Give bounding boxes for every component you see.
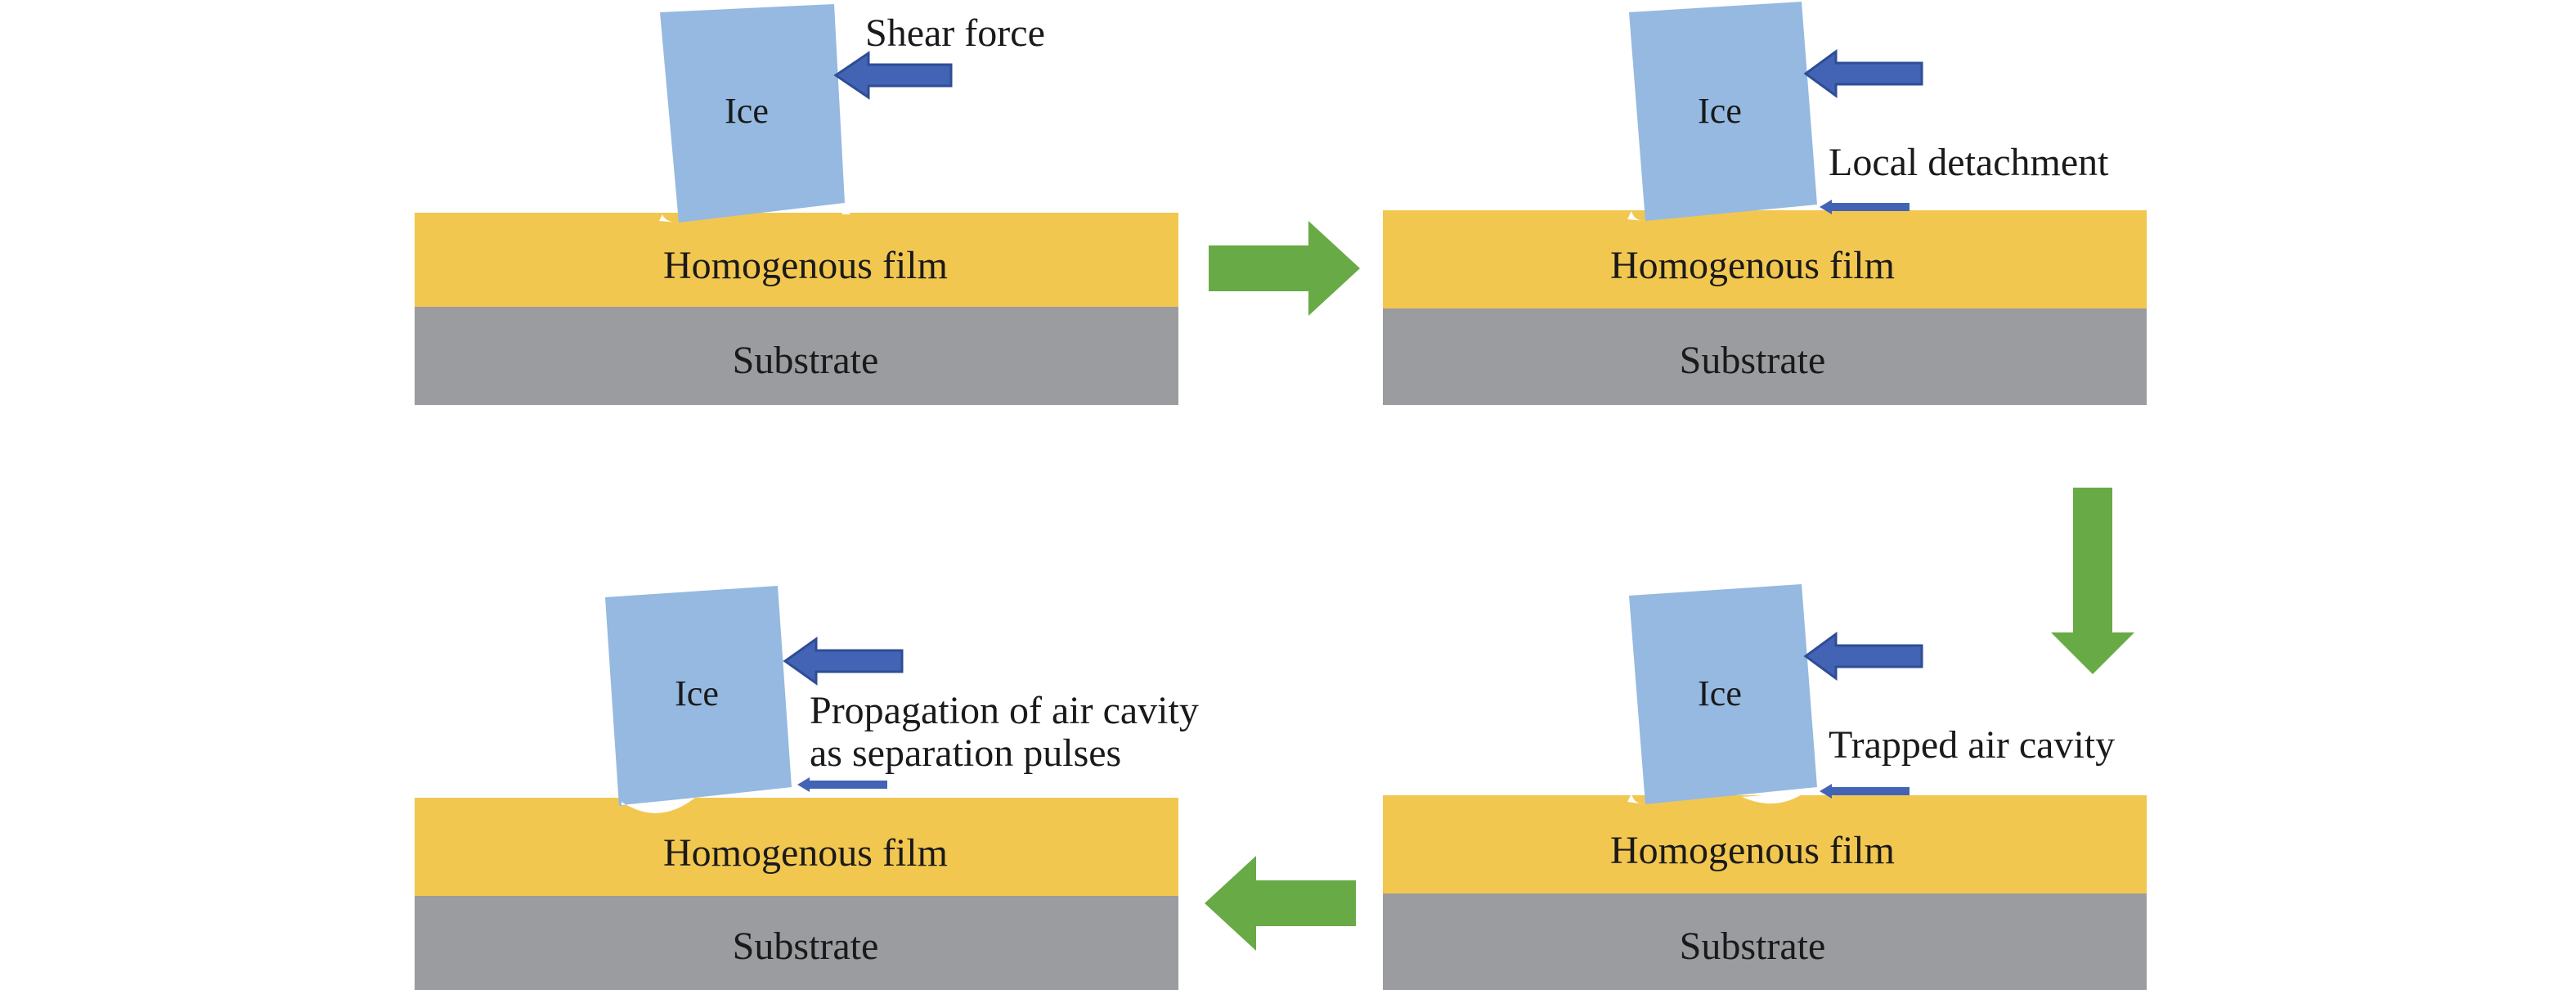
ice-block — [1629, 584, 1817, 804]
film-label: Homogenous film — [1610, 244, 1895, 287]
propagation-label-line1: Propagation of air cavity — [810, 689, 1199, 732]
local-detachment-label: Local detachment — [1829, 141, 2109, 184]
substrate-layer — [1383, 308, 2147, 405]
substrate-label: Substrate — [733, 925, 879, 968]
substrate-layer — [1383, 893, 2147, 990]
panel-trapped-air-cavity: Ice Homogenous film Substrate Trapped ai… — [1383, 584, 2147, 990]
substrate-layer — [415, 307, 1178, 405]
panel-shear-force: Ice Homogenous film Substrate Shear forc… — [415, 4, 1178, 405]
ice-block — [1629, 2, 1817, 221]
film-layer — [415, 798, 1178, 896]
detachment-arrow-icon — [1820, 200, 1910, 214]
ice-label: Ice — [1698, 673, 1742, 713]
substrate-label: Substrate — [1680, 339, 1826, 382]
air-cavity — [622, 798, 695, 813]
trapped-air-cavity-label: Trapped air cavity — [1829, 723, 2115, 767]
film-layer — [415, 213, 1178, 307]
shear-force-arrow-icon — [833, 51, 953, 100]
ice-block — [605, 586, 792, 806]
detachment-arrow-icon — [797, 777, 887, 792]
flow-arrow-left-icon — [1205, 856, 1356, 951]
film-layer — [1383, 795, 2147, 893]
propagation-label-line2: as separation pulses — [810, 731, 1121, 775]
flow-arrow-down-icon — [2051, 488, 2134, 674]
film-layer — [1383, 210, 2147, 308]
interface-gap — [1627, 211, 1645, 221]
panel-local-detachment: Ice Homogenous film Substrate Local deta… — [1383, 2, 2147, 405]
ice-block — [660, 4, 845, 223]
interface-gap — [659, 214, 679, 223]
film-label: Homogenous film — [663, 831, 948, 875]
shear-force-label: Shear force — [865, 11, 1045, 55]
substrate-label: Substrate — [733, 339, 879, 382]
film-label: Homogenous film — [663, 244, 948, 287]
film-label: Homogenous film — [1610, 829, 1895, 872]
ice-label: Ice — [1698, 91, 1742, 131]
ice-label: Ice — [725, 91, 769, 131]
substrate-label: Substrate — [1680, 925, 1826, 968]
shear-force-arrow-icon — [1803, 632, 1923, 681]
substrate-layer — [415, 896, 1178, 990]
detachment-arrow-icon — [1820, 784, 1910, 799]
interface-gap — [1627, 794, 1645, 804]
panel-propagation: Ice Homogenous film Substrate Propagatio… — [415, 586, 1199, 990]
interface-gap — [841, 203, 850, 214]
ice-label: Ice — [675, 673, 719, 713]
shear-force-arrow-icon — [1803, 49, 1923, 98]
air-cavity — [1742, 792, 1807, 804]
flow-arrow-right-icon — [1209, 221, 1360, 316]
shear-force-arrow-icon — [783, 637, 904, 686]
